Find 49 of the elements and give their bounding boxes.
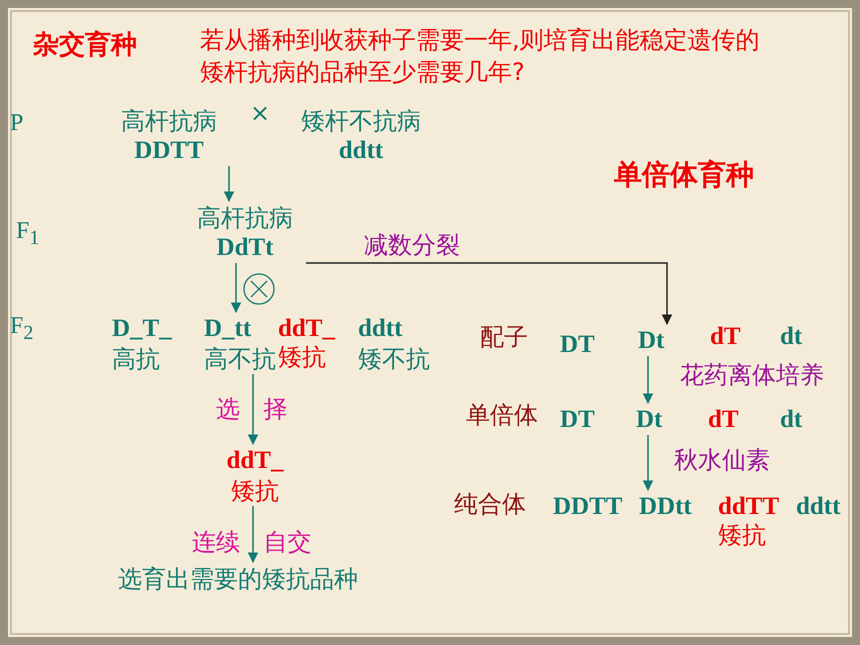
phenotype-text: 矮杆不抗病 (301, 106, 421, 136)
genotype-text: DT (560, 405, 595, 435)
arrow (224, 166, 234, 202)
genotype-text: D_T_ (112, 314, 172, 344)
arrow (642, 435, 654, 492)
generation-label: P (10, 109, 24, 138)
genotype-text: dT (710, 322, 741, 352)
generation-label: F$_{1}$ (16, 217, 40, 251)
genotype-text: DDTT (553, 492, 622, 522)
heading: 单倍体育种 (614, 160, 754, 190)
genotype-text: Dt (638, 326, 664, 356)
question-text: 若从播种到收获种子需要一年,则培育出能稳定遗传的矮杆抗病的品种至少需要几年? (200, 25, 760, 88)
arrow (248, 506, 258, 564)
genotype-text: dT (708, 405, 739, 435)
genotype-text: ddtt (796, 492, 840, 522)
genotype-text: dt (780, 322, 802, 352)
genotype-text: DDTT (134, 136, 204, 166)
genotype-text: ddT_ (278, 314, 335, 344)
genotype-text: ddtt (358, 314, 402, 344)
genotype-text: DdTt (216, 233, 274, 263)
arrow (642, 356, 654, 404)
title: 杂交育种 (33, 30, 137, 60)
genotype-text: ddT_ (226, 446, 284, 476)
genotype-text: ddtt (338, 136, 384, 166)
edge-label: 连续 自交 (192, 527, 312, 557)
phenotype-text: 高杆抗病 (197, 203, 293, 233)
genotype-text: Dt (636, 405, 662, 435)
genotype-text: DDtt (639, 492, 692, 522)
phenotype-text: 矮不抗 (358, 344, 430, 374)
genotype-text: ddTT (718, 492, 780, 522)
arrow (230, 263, 242, 314)
arrow (306, 262, 672, 326)
phenotype-text: 矮抗 (278, 344, 326, 370)
phenotype-text: 高杆抗病 (121, 106, 217, 136)
generation-label: F$_{2}$ (10, 312, 34, 346)
row-label: 配子 (480, 322, 528, 352)
phenotype-text: 矮抗 (718, 522, 766, 548)
row-label: 纯合体 (454, 489, 526, 519)
edge-label: 选 择 (216, 394, 288, 424)
cross-symbol: × (250, 98, 270, 128)
genotype-text: dt (780, 405, 802, 435)
phenotype-text: 高抗 (112, 344, 160, 374)
phenotype-text: 选育出需要的矮抗品种 (118, 564, 358, 594)
arrow (248, 374, 258, 446)
phenotype-text: 矮抗 (231, 476, 279, 506)
genotype-text: DT (560, 330, 595, 360)
phenotype-text: 高不抗 (204, 344, 276, 374)
genotype-text: D_tt (204, 314, 252, 344)
row-label: 单倍体 (466, 400, 538, 430)
